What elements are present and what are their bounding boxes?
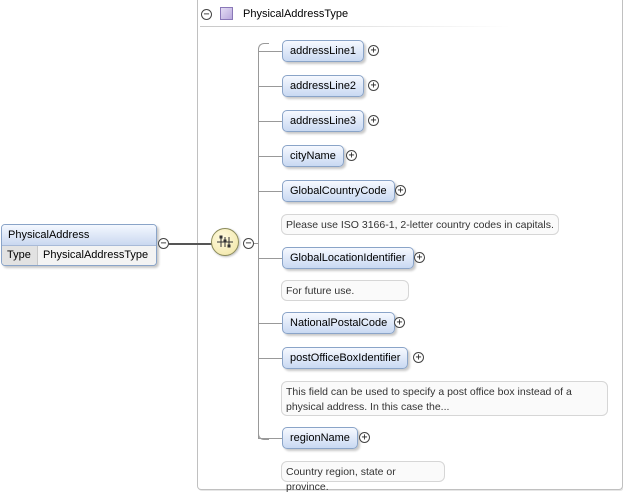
sequence-glyph [217, 235, 233, 248]
expand-address-line-2-toggle[interactable]: + [368, 80, 379, 91]
element-global-country-code[interactable]: GlobalCountryCode [282, 180, 395, 202]
branch-line [259, 258, 282, 259]
collapse-root-toggle[interactable]: − [158, 238, 169, 249]
element-address-line-2[interactable]: addressLine2 [282, 75, 365, 97]
expand-city-name-toggle[interactable]: + [346, 150, 357, 161]
branch-line [259, 86, 282, 87]
global-location-identifier-annotation: For future use. [281, 280, 409, 301]
complex-type-name: PhysicalAddressType [243, 8, 349, 20]
expand-region-name-toggle[interactable]: + [359, 432, 370, 443]
expand-post-office-box-identifier-toggle[interactable]: + [413, 352, 424, 363]
branch-line [259, 358, 282, 359]
branch-line [259, 438, 282, 439]
sequence-compositor-icon[interactable] [211, 228, 239, 256]
expand-address-line-1-toggle[interactable]: + [368, 45, 379, 56]
branch-line [259, 156, 282, 157]
sequence-stub-line [254, 243, 259, 244]
annotation-line-1: This field can be used to specify a post… [286, 386, 572, 398]
complex-type-container [197, 0, 623, 490]
expand-national-postal-code-toggle[interactable]: + [394, 317, 405, 328]
type-value: PhysicalAddressType [38, 246, 156, 265]
element-national-postal-code[interactable]: NationalPostalCode [282, 312, 396, 334]
complex-type-icon [220, 7, 233, 20]
branch-line [259, 121, 282, 122]
branch-line [259, 191, 282, 192]
collapse-sequence-toggle[interactable]: − [243, 238, 254, 249]
root-element-physical-address[interactable]: PhysicalAddress Type PhysicalAddressType [1, 224, 157, 266]
sequence-trunk-line [258, 50, 259, 439]
branch-line [259, 51, 282, 52]
trunk-top-corner [258, 43, 269, 52]
root-element-name: PhysicalAddress [2, 225, 156, 246]
region-name-annotation: Country region, state or province. [281, 461, 445, 493]
element-address-line-3[interactable]: addressLine3 [282, 110, 365, 132]
annotation-line-2: physical address. In this case the... [286, 401, 450, 413]
element-address-line-1[interactable]: addressLine1 [282, 40, 365, 62]
collapse-type-toggle[interactable]: − [201, 9, 212, 20]
trunk-bottom-corner [258, 432, 269, 440]
element-global-location-identifier[interactable]: GlobalLocationIdentifier [282, 247, 414, 269]
root-connector-line [169, 243, 212, 245]
expand-address-line-3-toggle[interactable]: + [368, 115, 379, 126]
branch-line [259, 323, 282, 324]
element-region-name[interactable]: regionName [282, 427, 358, 449]
root-element-type-row: Type PhysicalAddressType [2, 246, 156, 265]
element-post-office-box-identifier[interactable]: postOfficeBoxIdentifier [282, 347, 409, 369]
type-header-divider [200, 26, 510, 27]
expand-global-location-identifier-toggle[interactable]: + [414, 252, 425, 263]
post-office-box-identifier-annotation: This field can be used to specify a post… [281, 381, 608, 416]
global-country-code-annotation: Please use ISO 3166-1, 2-letter country … [281, 214, 559, 235]
element-city-name[interactable]: cityName [282, 145, 344, 167]
expand-global-country-code-toggle[interactable]: + [395, 185, 406, 196]
type-key: Type [2, 246, 38, 265]
